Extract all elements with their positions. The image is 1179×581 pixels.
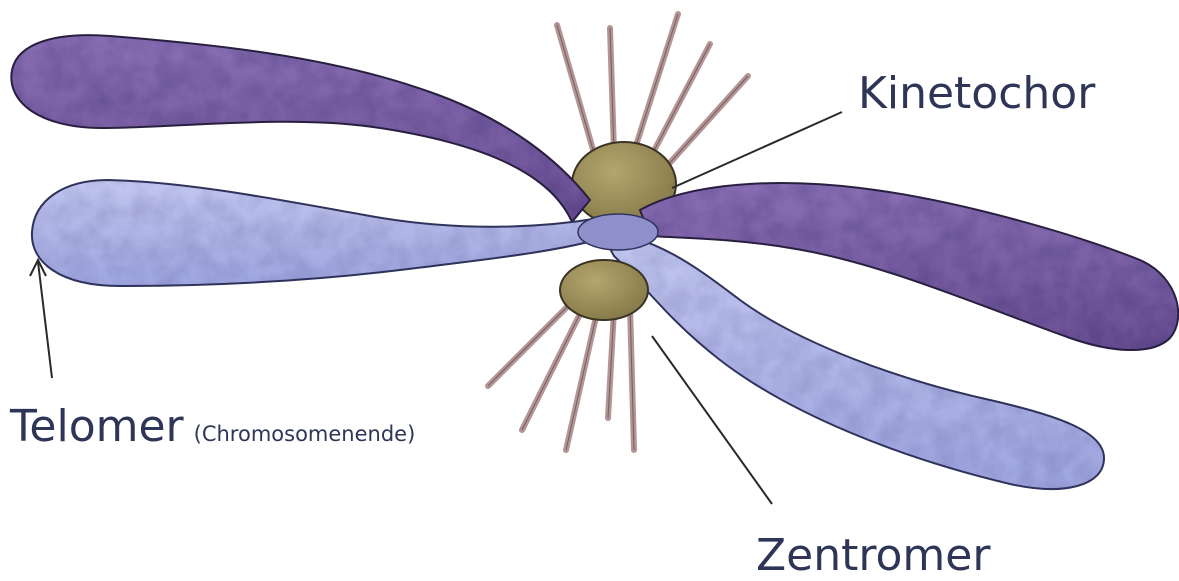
telomer-pointer — [38, 262, 52, 378]
kinetochor-pointer — [672, 112, 842, 188]
telomer-label-group: Telomer(Chromosomenende) — [10, 405, 415, 449]
lower-spindle-fibers — [488, 300, 634, 450]
kinetochore-lower — [560, 260, 648, 320]
kinetochor-label: Kinetochor — [858, 72, 1095, 116]
zentromer-label: Zentromer — [756, 534, 990, 578]
centromere — [578, 214, 658, 250]
telomer-note-label: (Chromosomenende) — [194, 422, 416, 446]
telomer-label: Telomer — [10, 401, 184, 452]
